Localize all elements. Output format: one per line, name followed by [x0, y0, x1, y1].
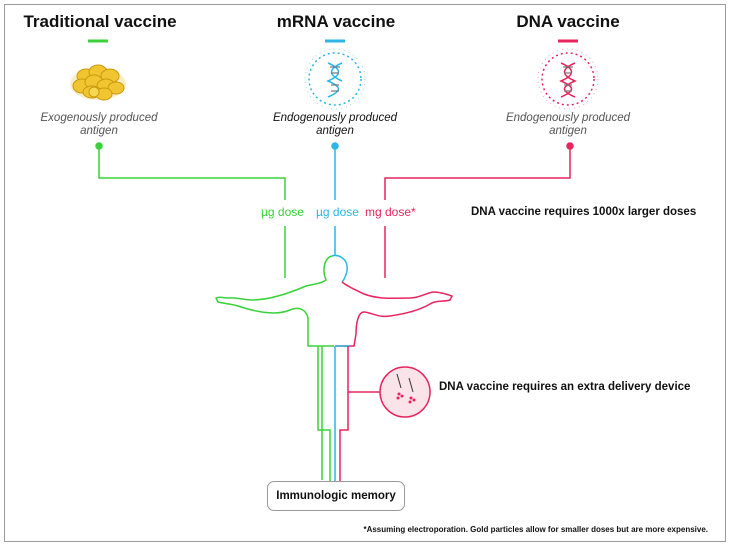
traditional-lower-path [317, 346, 331, 481]
device-note: DNA vaccine requires an extra delivery d… [439, 381, 691, 393]
immunologic-memory-box: Immunologic memory [267, 481, 405, 511]
figure-frame [4, 4, 726, 542]
protein-crystal-icon [70, 64, 126, 101]
mrna-path [331, 142, 339, 255]
mrna-dose-label: µg dose [316, 205, 359, 219]
dose-note: DNA vaccine requires 1000x larger doses [471, 206, 697, 218]
delivery-device-icon [379, 366, 431, 418]
human-figure [215, 254, 453, 347]
dna-dose-label: mg dose* [365, 205, 416, 219]
dna-lower-path [347, 346, 380, 393]
traditional-vaccine-title: Traditional vaccine [23, 12, 177, 31]
footnote: *Assuming electroporation. Gold particle… [363, 525, 708, 534]
dna-helix-icon [537, 48, 599, 110]
mrna-vaccine-title: mRNA vaccine [276, 12, 396, 31]
traditional-path [95, 142, 286, 278]
traditional-dose-label: µg dose [261, 205, 304, 219]
dna-path [384, 142, 574, 278]
dna-vaccine-title: DNA vaccine [516, 12, 620, 31]
rna-helix-icon [304, 48, 366, 110]
